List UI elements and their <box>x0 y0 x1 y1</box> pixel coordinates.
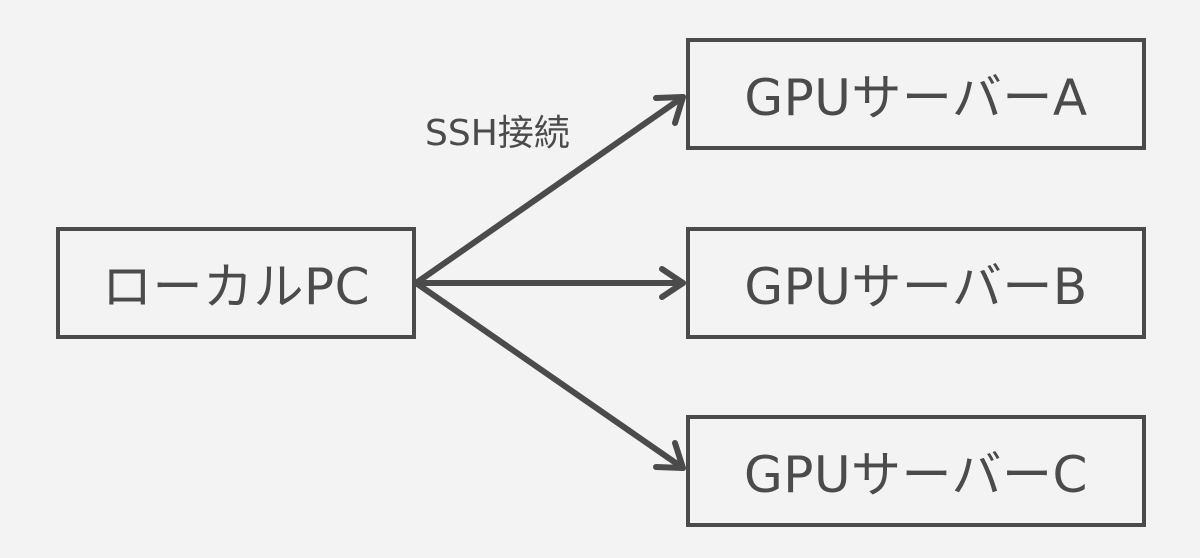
node-gpu-server-b: GPUサーバーB <box>686 227 1146 339</box>
arrow-local-to-server-c <box>413 280 686 471</box>
arrowhead-server-c-icon <box>653 440 686 471</box>
arrow-local-to-server-a <box>413 94 686 286</box>
node-local-pc-label: ローカルPC <box>101 258 371 316</box>
node-gpu-server-b-label: GPUサーバーB <box>744 258 1088 316</box>
node-gpu-server-a: GPUサーバーA <box>686 38 1146 150</box>
arrowhead-server-b-icon <box>659 266 686 300</box>
node-gpu-server-a-label: GPUサーバーA <box>744 69 1088 127</box>
ssh-connection-label: SSH接続 <box>425 113 570 154</box>
arrowhead-server-a-icon <box>653 94 686 126</box>
node-local-pc: ローカルPC <box>56 227 416 339</box>
node-gpu-server-c: GPUサーバーC <box>686 415 1146 527</box>
node-gpu-server-c-label: GPUサーバーC <box>744 446 1088 504</box>
